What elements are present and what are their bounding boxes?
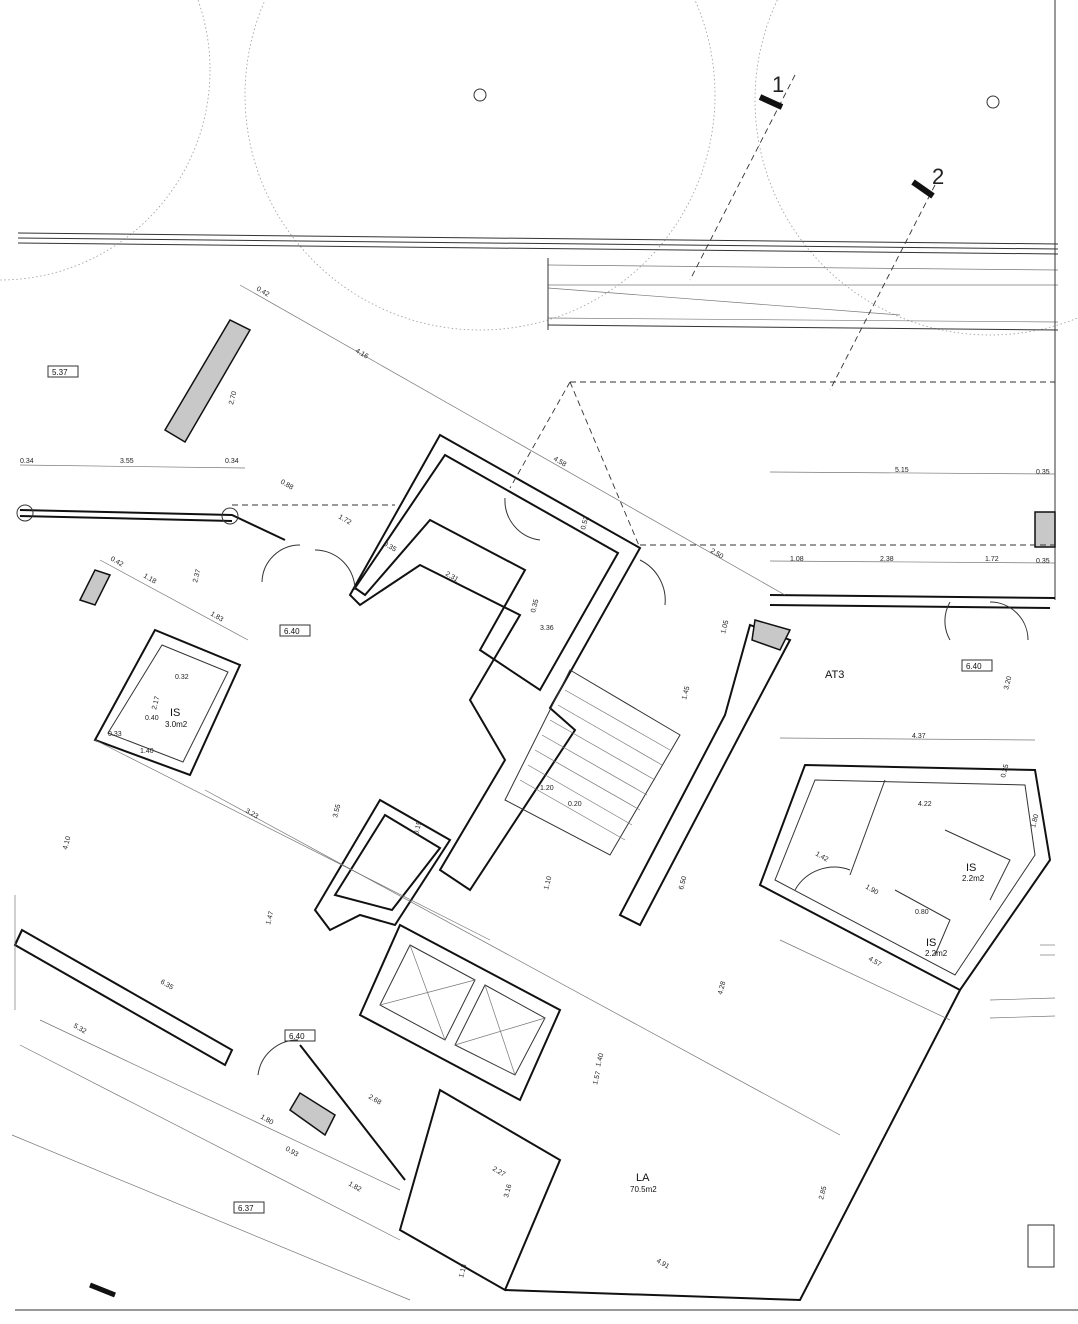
dimension-lines	[14, 284, 1056, 1136]
dimension-label: 1.10	[543, 875, 553, 890]
tree-canopies	[0, 0, 1078, 336]
dimension-label: 4.22	[918, 801, 932, 808]
dimension-label: 0.88	[279, 479, 294, 492]
dimension-label: 1.82	[347, 1181, 362, 1194]
dimension-label: 1.13	[458, 1263, 468, 1278]
room-area-is-right-top: 2.2m2	[962, 874, 985, 883]
dimension-label: 1.72	[337, 514, 352, 527]
section-marker-1: 1	[772, 72, 784, 97]
level-marker: 6.40	[966, 662, 982, 671]
dimension-label: 3.36	[540, 625, 554, 632]
building-walls	[11, 319, 1078, 1311]
dimension-label: 3.16	[503, 1183, 513, 1198]
dimension-label: 1.80	[1030, 813, 1040, 828]
dimension-label: 5.15	[895, 467, 909, 474]
dimension-label: 0.34	[225, 458, 239, 465]
dimension-label: 1.45	[681, 685, 691, 700]
dimension-label: 1.05	[720, 619, 730, 634]
dimension-label: 0.42	[109, 556, 124, 569]
stair	[504, 669, 681, 856]
dimension-label: 2.37	[192, 568, 202, 583]
dimension-label: 1.90	[864, 884, 879, 897]
section-marker-2: 2	[932, 164, 944, 189]
dimension-label: 1.08	[790, 556, 804, 563]
dimension-label: 4.37	[912, 733, 926, 740]
dimension-label: 0.25	[1000, 763, 1010, 778]
room-name-la: LA	[636, 1172, 650, 1184]
room-name-is-right-top: IS	[966, 862, 976, 874]
dimension-label: 1.40	[595, 1052, 605, 1067]
dimension-label: 0.15	[413, 820, 423, 835]
dimension-label: 4.28	[717, 980, 727, 995]
dimension-label: 1.72	[985, 556, 999, 563]
dimension-label: 5.32	[72, 1023, 87, 1036]
dimension-label: 3.55	[332, 803, 342, 818]
dimension-label: 0.40	[145, 715, 159, 722]
level-marker: 5.37	[52, 368, 68, 377]
dimension-label: 0.52	[580, 515, 590, 530]
dimension-label: 3.55	[120, 458, 134, 465]
dimension-label: 2.38	[880, 556, 894, 563]
dimension-label: 0.35	[1036, 558, 1050, 565]
dimension-label: 1.42	[814, 851, 829, 864]
dimension-label: 1.20	[540, 785, 554, 792]
level-marker: 6.40	[289, 1032, 305, 1041]
dimension-label: 1.40	[140, 748, 154, 755]
street-lines	[17, 0, 1059, 600]
dimension-label: 1.47	[265, 910, 275, 925]
dimension-label: 0.93	[284, 1146, 299, 1159]
dimension-label: 2.68	[367, 1094, 382, 1107]
dimension-label: 1.83	[209, 611, 224, 624]
dimension-label: 2.17	[151, 695, 161, 710]
room-name-is-left: IS	[170, 707, 180, 719]
level-markers: 5.37 6.40 6.40 6.40 6.37	[47, 365, 993, 1214]
dimension-label: 3.20	[1003, 675, 1013, 690]
dimension-label: 4.16	[354, 348, 369, 361]
dimension-label: 1.44	[0, 0, 14, 2]
dimension-label: 2.85	[818, 1185, 828, 1200]
room-name-at3: AT3	[825, 669, 844, 681]
dimension-label: 0.80	[915, 909, 929, 916]
dimension-label: 0.35	[1036, 469, 1050, 476]
dimension-label: 0.42	[255, 286, 270, 299]
section-lines: 1 2	[689, 72, 944, 391]
dimension-label: 2.27	[491, 1166, 506, 1179]
dimension-label: 1.57	[592, 1070, 602, 1085]
room-area-is-right-bottom: 2.2m2	[925, 949, 948, 958]
dimension-label: 0.34	[20, 458, 34, 465]
room-area-is-left: 3.0m2	[165, 720, 188, 729]
room-area-la: 70.5m2	[630, 1185, 657, 1194]
lift-shafts	[358, 923, 562, 1102]
dimension-label: 0.32	[175, 674, 189, 681]
dimension-label: 6.35	[159, 979, 174, 992]
level-marker: 6.37	[238, 1204, 254, 1213]
dimension-label: 6.50	[678, 875, 688, 890]
dimension-label: 0.35	[382, 541, 397, 554]
dimension-label: 4.91	[655, 1258, 670, 1271]
dimension-label: 2.70	[228, 390, 238, 405]
dimension-label: 0.20	[568, 801, 582, 808]
dimension-label: 0.35	[530, 598, 540, 613]
room-labels: AT3 IS 3.0m2 IS 2.2m2 IS 2.2m2 LA 70.5m2	[165, 669, 985, 1194]
level-marker: 6.40	[284, 627, 300, 636]
dimension-label: 4.57	[867, 956, 882, 969]
room-name-is-right-bottom: IS	[926, 937, 936, 949]
dimension-label: 4.10	[62, 835, 72, 850]
dimension-label: 2.50	[709, 548, 724, 561]
dimension-label: 0.33	[108, 731, 122, 738]
